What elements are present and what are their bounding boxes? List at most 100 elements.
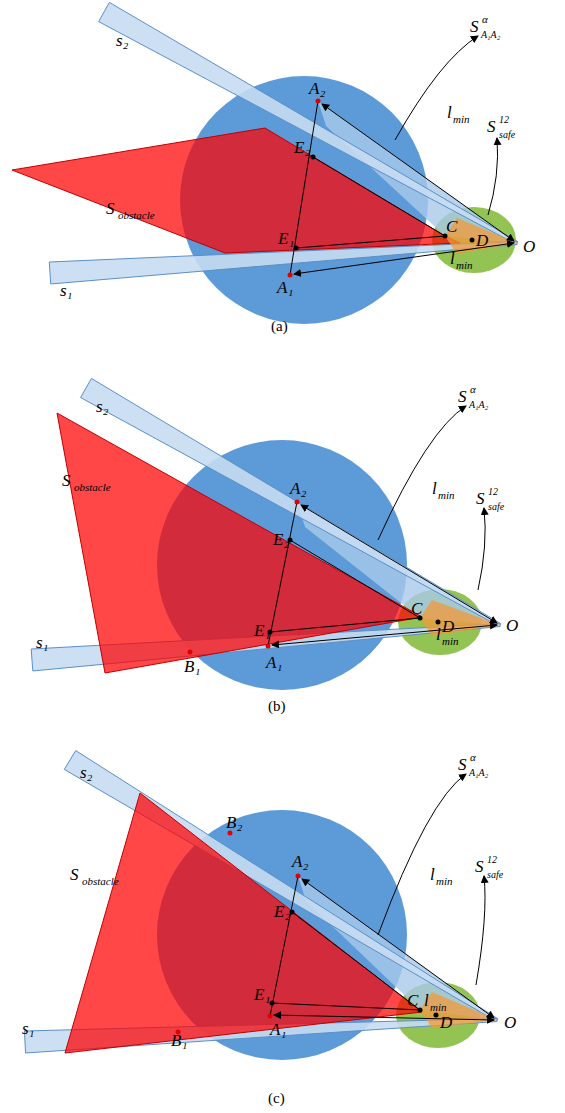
math-label: S — [62, 472, 71, 489]
math-label: min — [453, 114, 470, 125]
math-label: A₁ — [266, 654, 282, 671]
panel-figure — [31, 378, 501, 690]
callout-arrow — [478, 508, 485, 590]
math-label: safe — [499, 130, 515, 140]
math-label: s₂ — [116, 32, 129, 49]
lmin-arrow — [322, 104, 514, 241]
math-label: min — [436, 876, 453, 887]
math-label: l — [424, 992, 429, 1009]
segment-e2c — [292, 912, 420, 1010]
math-label: l — [447, 104, 452, 121]
math-label: safe — [487, 870, 503, 880]
math-label: min — [442, 636, 459, 647]
math-label: l — [432, 480, 437, 497]
segment-e1c — [270, 618, 420, 632]
math-label: O — [523, 238, 535, 255]
math-label: 12 — [488, 487, 498, 497]
math-label: obstacle — [74, 482, 111, 493]
math-label: A₂ — [290, 480, 306, 497]
lmin-arrow — [302, 879, 494, 1018]
math-label: min — [430, 1002, 447, 1013]
math-label: S — [470, 18, 479, 35]
math-label: α — [470, 752, 476, 763]
math-label: B₁ — [171, 1032, 187, 1049]
math-label: s₁ — [36, 634, 49, 651]
panel-caption: (a) — [271, 319, 288, 334]
obstacle — [65, 793, 422, 1053]
math-label: B₁ — [184, 658, 200, 675]
red-point — [188, 650, 193, 655]
callout-arrow — [378, 406, 466, 540]
math-label: s₁ — [60, 282, 73, 299]
math-label: obstacle — [118, 210, 155, 221]
math-label: 12 — [499, 115, 509, 125]
lmin-arrow — [274, 1015, 494, 1020]
callout-arrow — [488, 138, 498, 215]
math-label: E₁ — [254, 986, 270, 1003]
obstacle — [12, 128, 460, 253]
overlap-region — [420, 992, 497, 1028]
math-label: safe — [488, 502, 504, 512]
segment-e1c — [296, 236, 445, 248]
segment-e2c — [290, 540, 420, 618]
math-label: S — [70, 866, 79, 883]
segment-e2c — [313, 157, 445, 236]
math-label: S — [475, 858, 484, 875]
math-label: E₂ — [273, 531, 289, 548]
math-label: A₁A₂ — [469, 768, 488, 778]
math-label: A₂ — [309, 80, 325, 97]
math-label: D — [440, 1014, 452, 1031]
math-label: l — [450, 250, 455, 267]
callout-arrow — [395, 36, 478, 140]
red-point — [266, 644, 271, 649]
black-point — [311, 155, 316, 160]
math-label: D — [442, 618, 454, 635]
math-label: A₂ — [292, 853, 308, 870]
lmin-arrow — [301, 505, 497, 623]
math-label: C — [446, 218, 457, 235]
math-label: A₁ — [270, 1021, 286, 1038]
math-label: A₁A₂ — [481, 30, 500, 40]
math-label: s₁ — [22, 1020, 35, 1037]
math-label: s₂ — [96, 398, 109, 415]
math-label: E₂ — [294, 139, 310, 156]
panel-caption: (b) — [268, 699, 286, 714]
math-label: D — [476, 232, 488, 249]
math-label: O — [506, 617, 518, 634]
math-label: S — [476, 490, 485, 507]
math-label: S — [106, 200, 115, 217]
segment-a1a2 — [290, 101, 318, 275]
math-label: E₁ — [278, 230, 294, 247]
segment-a1a2 — [270, 876, 298, 1016]
math-label: 12 — [487, 855, 497, 865]
red-point — [228, 831, 233, 836]
math-label: S — [487, 118, 496, 135]
panel-caption: (c) — [268, 1091, 285, 1106]
math-label: α — [482, 14, 488, 25]
red-point — [316, 99, 321, 104]
math-label: A₁A₂ — [469, 400, 488, 410]
math-label: O — [504, 1014, 516, 1031]
math-label: min — [456, 260, 473, 271]
panel-figure — [12, 2, 518, 324]
segment-a1a2 — [268, 502, 297, 646]
obstacle — [57, 413, 422, 673]
callout-arrow — [476, 876, 485, 985]
math-label: B₂ — [226, 814, 242, 831]
red-point — [296, 874, 301, 879]
black-point — [434, 1013, 439, 1018]
lmin-arrow — [272, 625, 497, 645]
math-label: min — [438, 490, 455, 501]
red-point — [268, 1014, 273, 1019]
panel-figure — [24, 751, 497, 1060]
math-label: E₁ — [254, 622, 270, 639]
math-label: l — [436, 626, 441, 643]
red-point — [295, 500, 300, 505]
math-label: obstacle — [82, 876, 119, 887]
segment-e1c — [272, 1003, 420, 1010]
callout-arrow — [378, 774, 466, 935]
math-label: S — [458, 388, 467, 405]
math-label: s₂ — [80, 764, 93, 781]
